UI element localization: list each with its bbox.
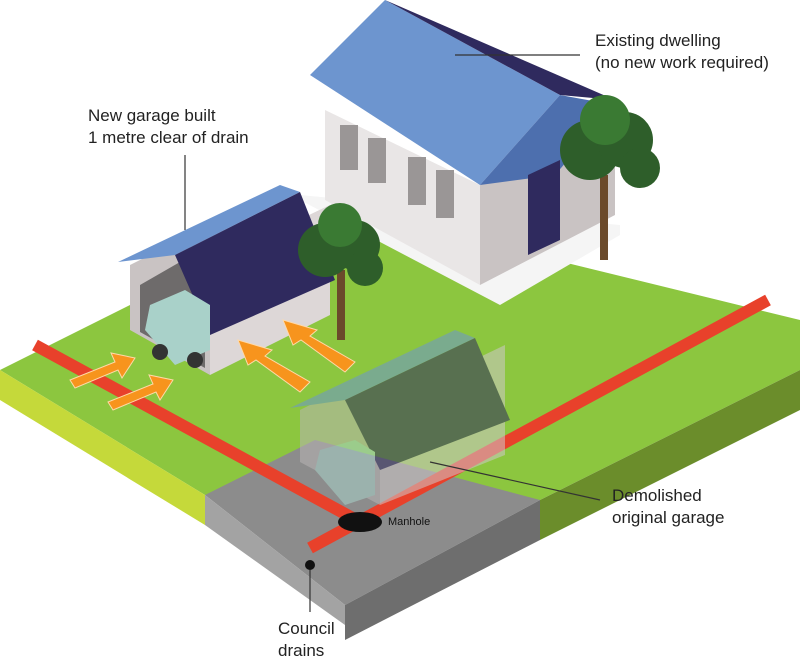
new-garage-roof-front xyxy=(118,185,300,262)
leader-demolished xyxy=(429,461,601,501)
footpath-side xyxy=(345,500,540,640)
new-garage-label: New garage built 1 metre clear of drain xyxy=(88,105,249,149)
existing-dwelling xyxy=(300,0,620,305)
demolished-garage xyxy=(290,330,510,505)
demolished-line1: Demolished xyxy=(612,486,702,505)
dwelling-roof-left xyxy=(310,0,560,185)
dwelling-window-3 xyxy=(408,157,426,205)
dwelling-front-wall xyxy=(325,110,480,285)
old-garage-roof-side xyxy=(345,338,510,470)
arrow-icon xyxy=(69,319,356,411)
lawn-side-right xyxy=(540,370,800,540)
existing-dwelling-line1: Existing dwelling xyxy=(595,31,721,50)
manhole-icon xyxy=(338,512,382,532)
council-drains-line1: Council xyxy=(278,619,335,638)
existing-dwelling-label: Existing dwelling (no new work required) xyxy=(595,30,769,74)
dwelling-window-1 xyxy=(340,125,358,170)
dwelling-roof-right xyxy=(385,0,615,100)
council-drains-line2: drains xyxy=(278,641,325,660)
manhole-text: Manhole xyxy=(388,516,431,528)
tree-icon xyxy=(560,95,660,260)
tree-icon xyxy=(298,203,383,340)
car-icon xyxy=(145,290,210,368)
manhole-label: Manhole xyxy=(388,516,430,529)
council-drains-label: Council drains xyxy=(278,618,335,662)
demolished-garage-label: Demolished original garage xyxy=(612,485,724,529)
dwelling-window-2 xyxy=(368,138,386,183)
demolished-line2: original garage xyxy=(612,508,725,527)
existing-dwelling-line2: (no new work required) xyxy=(595,53,769,72)
new-garage-line2: 1 metre clear of drain xyxy=(88,128,249,147)
dwelling-door xyxy=(528,160,560,255)
old-garage-roof-front xyxy=(290,330,475,408)
drain-marker xyxy=(305,560,315,570)
leader-lines xyxy=(184,54,601,612)
lawn-side-left xyxy=(0,370,205,525)
new-garage-roof-side xyxy=(175,192,335,335)
dwelling-window-4 xyxy=(436,170,454,218)
drain-right xyxy=(307,294,771,554)
new-garage-line1: New garage built xyxy=(88,106,216,125)
